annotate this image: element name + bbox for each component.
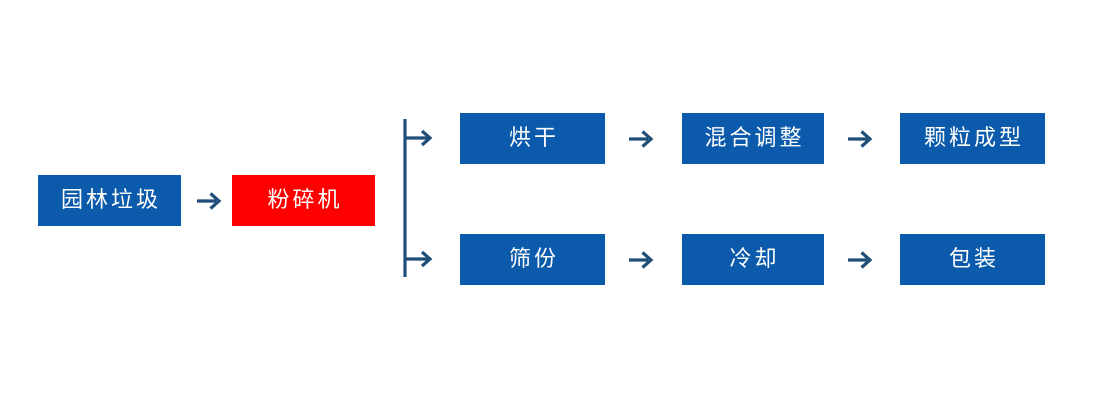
node-cooling[interactable]: 冷却 — [682, 234, 824, 285]
arrow-right-icon-screening-to-cooling — [627, 247, 659, 273]
arrow-right-icon-drying-to-mixing — [627, 126, 659, 152]
arrow-right-icon-mixing-to-pelletizing — [846, 126, 878, 152]
node-mixing-adjustment[interactable]: 混合调整 — [682, 113, 824, 164]
node-input-garden-waste[interactable]: 园林垃圾 — [38, 175, 181, 226]
arrow-right-icon-cooling-to-packaging — [846, 247, 878, 273]
branch-split-connector-icon — [400, 114, 442, 282]
node-packaging[interactable]: 包装 — [900, 234, 1045, 285]
node-pelletizing[interactable]: 颗粒成型 — [900, 113, 1045, 164]
node-drying[interactable]: 烘干 — [460, 113, 605, 164]
node-screening[interactable]: 筛份 — [460, 234, 605, 285]
node-crusher[interactable]: 粉碎机 — [232, 175, 375, 226]
arrow-right-icon-input-to-crusher — [195, 188, 227, 214]
